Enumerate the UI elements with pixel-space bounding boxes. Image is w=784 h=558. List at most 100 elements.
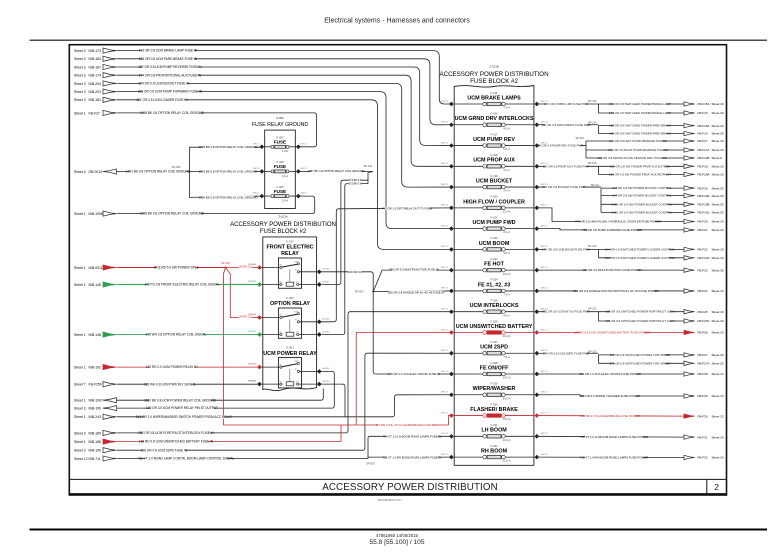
svg-text:F-021: F-021 [491, 215, 499, 219]
svg-text:FUSE RELAY GROUND: FUSE RELAY GROUND [252, 122, 309, 128]
svg-text:N/B-148: N/B-148 [89, 333, 102, 337]
svg-text:10.0-A: 10.0-A [503, 272, 511, 276]
svg-text:ACCESSORY POWER DISTRIBUTION: ACCESSORY POWER DISTRIBUTION [439, 71, 548, 78]
svg-text:1096 BK 0.8 OPTION RELAY COIL: 1096 BK 0.8 OPTION RELAY COIL GROUND [140, 212, 205, 216]
svg-text:UCM BUCKET: UCM BUCKET [476, 178, 513, 184]
svg-text:105 RD 5.0: 105 RD 5.0 [238, 265, 252, 269]
svg-text:SP-111: SP-111 [591, 183, 600, 187]
svg-text:FB-F12B: FB-F12B [698, 156, 710, 160]
svg-text:N/B-188: N/B-188 [89, 440, 102, 444]
svg-text:MRC#2: MRC#2 [541, 205, 549, 207]
svg-text:MRC#2: MRC#2 [541, 454, 549, 456]
svg-text:Sheet 3: Sheet 3 [74, 57, 86, 61]
svg-text:ACCESSORY POWER DISTRIBUTION: ACCESSORY POWER DISTRIBUTION [230, 222, 336, 228]
svg-text:N/B-204: N/B-204 [89, 82, 102, 86]
svg-text:MRC#2: MRC#2 [441, 329, 449, 331]
svg-text:N/B-196: N/B-196 [89, 449, 102, 453]
svg-text:UCM PROP AUX: UCM PROP AUX [473, 158, 515, 164]
svg-text:MRC3: MRC3 [301, 168, 308, 170]
svg-text:196 OR 0.8 UCM 2SPD FUSE IN: 196 OR 0.8 UCM 2SPD FUSE IN [141, 448, 188, 452]
svg-text:Sheet 19: Sheet 19 [712, 173, 724, 177]
svg-text:184 OR 0.8 UCM PARK BRAKE FUSE: 184 OR 0.8 UCM PARK BRAKE FUSE IN [139, 57, 198, 61]
svg-text:333 WH 0.8 UCM PWR RLY SIGNAL: 333 WH 0.8 UCM PWR RLY SIGNAL [144, 382, 196, 386]
svg-text:Sheet 19: Sheet 19 [712, 248, 724, 252]
svg-text:Sheet 19: Sheet 19 [712, 139, 724, 143]
svg-text:UCM PUMP REV: UCM PUMP REV [473, 137, 515, 143]
svg-text:Sheet 3: Sheet 3 [74, 98, 86, 102]
svg-text:Sheet 13: Sheet 13 [712, 414, 724, 418]
svg-text:N/B-243: N/B-243 [89, 415, 102, 419]
svg-text:MRC#2: MRC#2 [541, 309, 549, 311]
svg-text:2.0-A: 2.0-A [282, 174, 289, 178]
svg-text:FB-F25A: FB-F25A [698, 319, 710, 323]
svg-text:RH BOOM: RH BOOM [481, 448, 508, 454]
svg-text:Sheet 1: Sheet 1 [74, 440, 86, 444]
svg-text:FB-F27A: FB-F27A [698, 362, 710, 366]
svg-text:126 OR 0.8 SW POWER PROP AUX R: 126 OR 0.8 SW POWER PROP AUX RETRACT [609, 172, 671, 176]
svg-text:FUSE: FUSE [274, 164, 286, 169]
svg-text:Sheet 1: Sheet 1 [74, 333, 86, 337]
svg-text:MRC3: MRC3 [301, 193, 308, 195]
svg-text:F-020: F-020 [491, 195, 499, 199]
svg-text:F-408: F-408 [276, 160, 284, 164]
svg-text:F-024: F-024 [491, 278, 499, 282]
svg-text:FB-F22: FB-F22 [698, 248, 708, 252]
svg-text:FB-F27: FB-F27 [89, 111, 100, 115]
svg-text:J-083-A7: J-083-A7 [321, 330, 330, 333]
svg-text:2.0-A: 2.0-A [282, 199, 289, 203]
svg-text:354 OR 0.8 HANDLE MULTIFUNCTIO: 354 OR 0.8 HANDLE MULTIFUNCTION #1, #2, … [573, 289, 658, 293]
svg-text:ACCESSORY POWER DISTRIBUTION: ACCESSORY POWER DISTRIBUTION [322, 482, 498, 493]
svg-text:UCM GRND DRV INTERLOCKS: UCM GRND DRV INTERLOCKS [455, 116, 534, 122]
svg-text:FB-F19: FB-F19 [698, 186, 708, 190]
svg-text:FB-F25: FB-F25 [698, 310, 708, 314]
svg-text:FB-F19B: FB-F19B [698, 203, 710, 207]
svg-text:2.0-A: 2.0-A [503, 230, 510, 234]
svg-text:233 OR 2.0 WIPER / WASHER FUSE: 233 OR 2.0 WIPER / WASHER FUSE POWER [580, 394, 640, 398]
svg-text:K-003: K-003 [286, 346, 294, 350]
svg-text:Sheet 20: Sheet 20 [712, 228, 724, 232]
svg-text:Sheet 13: Sheet 13 [712, 394, 724, 398]
svg-text:188 RD 0.8 UCM UNSWITCHED BATT: 188 RD 0.8 UCM UNSWITCHED BATTERY FUSE I… [139, 440, 214, 444]
svg-text:715 VT 1.0 RH BOOM ROAD LAMPS: 715 VT 1.0 RH BOOM ROAD LAMPS FUSE IN [383, 456, 442, 460]
svg-text:J-083-A7: J-083-A7 [321, 280, 330, 283]
svg-text:FUSE: FUSE [274, 189, 286, 194]
svg-text:MRC#2: MRC#2 [541, 163, 549, 165]
svg-text:160 OR 0.8 SWITCHED POWER PARK: 160 OR 0.8 SWITCHED POWER PARK BRAKE [609, 124, 671, 128]
svg-text:190 OR 3.0 UCM POWER RELAY PIN: 190 OR 3.0 UCM POWER RELAY PIN 87 OUTPUT [146, 406, 218, 410]
svg-text:10.0-A: 10.0-A [503, 376, 511, 380]
svg-text:Sheet 3: Sheet 3 [74, 49, 86, 53]
svg-text:MRC4: MRC4 [253, 193, 260, 195]
svg-text:FUSE: FUSE [274, 140, 286, 145]
svg-text:FB-F32: FB-F32 [698, 456, 708, 460]
svg-text:MRC#2: MRC#2 [541, 122, 549, 124]
svg-text:160 OR 0.8 GROUNDINT FUSE PWR: 160 OR 0.8 GROUNDINT FUSE PWR [541, 123, 590, 127]
svg-text:1096 BK 0.8 OPTION RELAY COIL: 1096 BK 0.8 OPTION RELAY COIL GROUND [199, 195, 258, 199]
svg-text:PWB-A6: PWB-A6 [248, 263, 257, 266]
svg-text:MRC#2: MRC#2 [541, 371, 549, 373]
svg-text:FB-F20: FB-F20 [698, 220, 708, 224]
svg-text:MRC#2: MRC#2 [541, 225, 549, 227]
svg-text:PWB-A5: PWB-A5 [248, 313, 257, 316]
svg-text:356 OR 3.0 MULTIFUNCTION FUSE: 356 OR 3.0 MULTIFUNCTION FUSE IN [389, 268, 439, 272]
svg-text:104 RD 2.0: 104 RD 2.0 [238, 315, 252, 319]
svg-text:MRC#2: MRC#2 [441, 184, 449, 186]
svg-text:SP-142: SP-142 [221, 261, 230, 265]
svg-text:N/B-173: N/B-173 [89, 49, 102, 53]
svg-text:1091 BK 0.8 OPTION RELAY COIL: 1091 BK 0.8 OPTION RELAY COIL GROUND [126, 170, 191, 174]
svg-text:Sheet 19: Sheet 19 [712, 165, 724, 169]
svg-text:30.0-A: 30.0-A [503, 396, 511, 400]
svg-text:MRC#2: MRC#2 [541, 412, 549, 414]
svg-text:MRC#2: MRC#2 [541, 101, 549, 103]
svg-text:GB-001S: GB-001S [89, 170, 104, 174]
svg-text:Sheet 3: Sheet 3 [74, 90, 86, 94]
svg-text:178 OR 0.8 UCM BOOM FUSE PWR: 178 OR 0.8 UCM BOOM FUSE PWR [542, 247, 590, 251]
svg-text:15.0-A: 15.0-A [503, 417, 511, 421]
svg-text:FB-F17: FB-F17 [698, 139, 708, 143]
svg-text:157 RD 3.0 B+ TO FLASHER/BRAK: 157 RD 3.0 B+ TO FLASHER/BRAKE FUSE IN [376, 423, 435, 427]
svg-text:N/B-146: N/B-146 [89, 283, 102, 287]
svg-text:J-083-A7: J-083-A7 [321, 367, 330, 370]
svg-text:SP-007: SP-007 [366, 461, 375, 465]
svg-text:30: 30 [296, 332, 298, 334]
svg-text:RELAY: RELAY [281, 251, 299, 257]
svg-text:Sheet 3: Sheet 3 [74, 449, 86, 453]
